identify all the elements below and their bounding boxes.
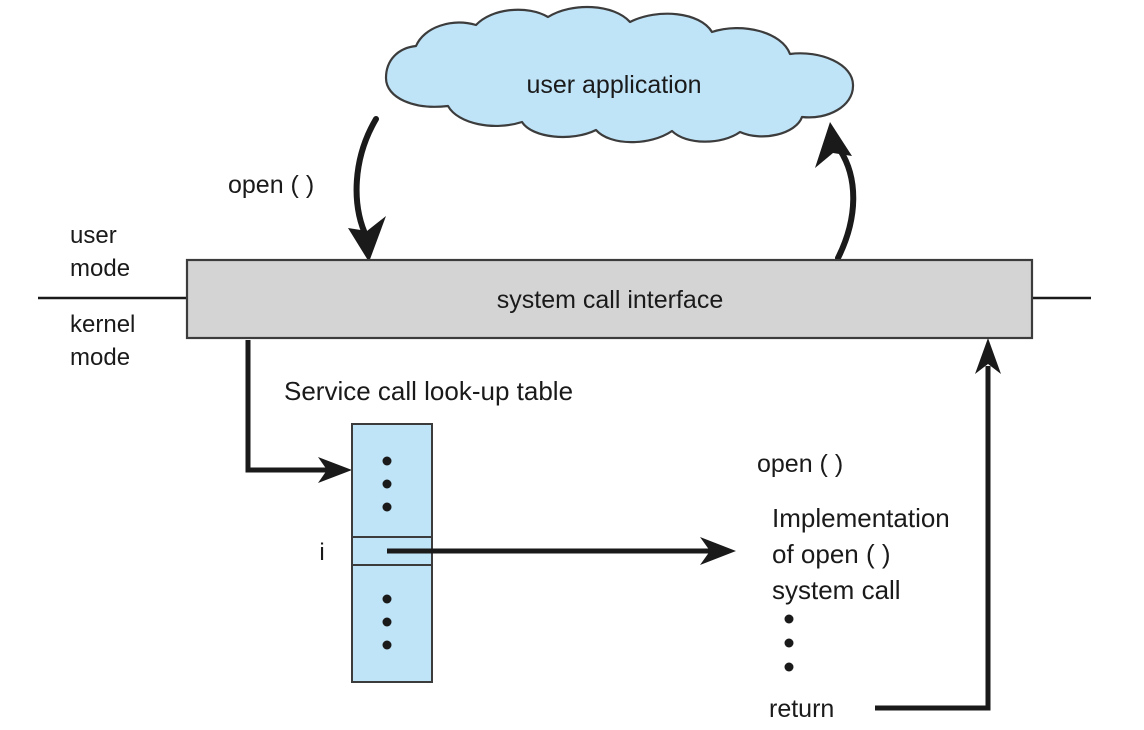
lookup-to-implementation-arrow — [387, 537, 736, 565]
return-to-application-curve — [835, 147, 857, 261]
dispatch-connector-arrowhead — [318, 457, 352, 483]
return-to-application-arrow — [815, 122, 857, 261]
implementation-line-3: system call — [772, 575, 901, 605]
lookup-table-title: Service call look-up table — [284, 376, 573, 406]
lookup-table-upper-dots — [382, 456, 392, 512]
lookup-table-lower-block — [351, 564, 433, 683]
cloud-label: user application — [526, 71, 701, 99]
lookup-table-lower-dots — [382, 594, 392, 650]
lookup-to-implementation-arrowhead — [700, 537, 736, 565]
ellipsis-dot — [784, 662, 794, 672]
return-path-arrowhead — [975, 338, 1001, 374]
implementation-line-2: of open ( ) — [772, 539, 891, 569]
dispatch-connector — [245, 340, 352, 483]
open-call-arrow — [348, 116, 386, 262]
return-path-line — [875, 366, 991, 711]
open-call-label: open ( ) — [228, 171, 314, 199]
dispatch-connector-path — [245, 340, 330, 473]
service-call-lookup-table: Service call look-up table i — [284, 376, 573, 683]
ellipsis-dot — [382, 456, 392, 466]
system-call-interface-bar: system call interface — [185, 258, 1034, 340]
lookup-table-index-label: i — [319, 539, 324, 566]
user-application-cloud: user application — [384, 5, 855, 144]
system-call-interface-rect — [185, 258, 1034, 340]
ellipsis-dot — [784, 638, 794, 648]
ellipsis-dot — [382, 594, 392, 604]
return-to-application-arrowhead — [815, 122, 852, 168]
mode-labels: user mode kernel mode — [70, 222, 135, 371]
user-mode-label-line2: mode — [70, 255, 130, 282]
lookup-table-upper-block — [351, 423, 433, 538]
ellipsis-dot — [382, 617, 392, 627]
implementation-line-1: Implementation — [772, 503, 950, 533]
ellipsis-dot — [784, 614, 794, 624]
return-label: return — [769, 695, 834, 723]
system-call-interface-label: system call interface — [497, 286, 723, 314]
implementation-heading: open ( ) — [757, 450, 843, 478]
ellipsis-dot — [382, 502, 392, 512]
ellipsis-dot — [382, 479, 392, 489]
open-call-arrowhead — [348, 216, 386, 262]
return-path-arrow — [875, 338, 1001, 711]
ellipsis-dot — [382, 640, 392, 650]
implementation-block: open ( ) Implementation of open ( ) syst… — [757, 450, 950, 723]
open-call-arrow-curve — [353, 116, 379, 241]
kernel-mode-label-line2: mode — [70, 344, 130, 371]
kernel-mode-label-line1: kernel — [70, 311, 135, 338]
cloud-shape — [384, 5, 855, 144]
user-mode-label-line1: user — [70, 222, 117, 249]
implementation-dots — [784, 614, 794, 672]
